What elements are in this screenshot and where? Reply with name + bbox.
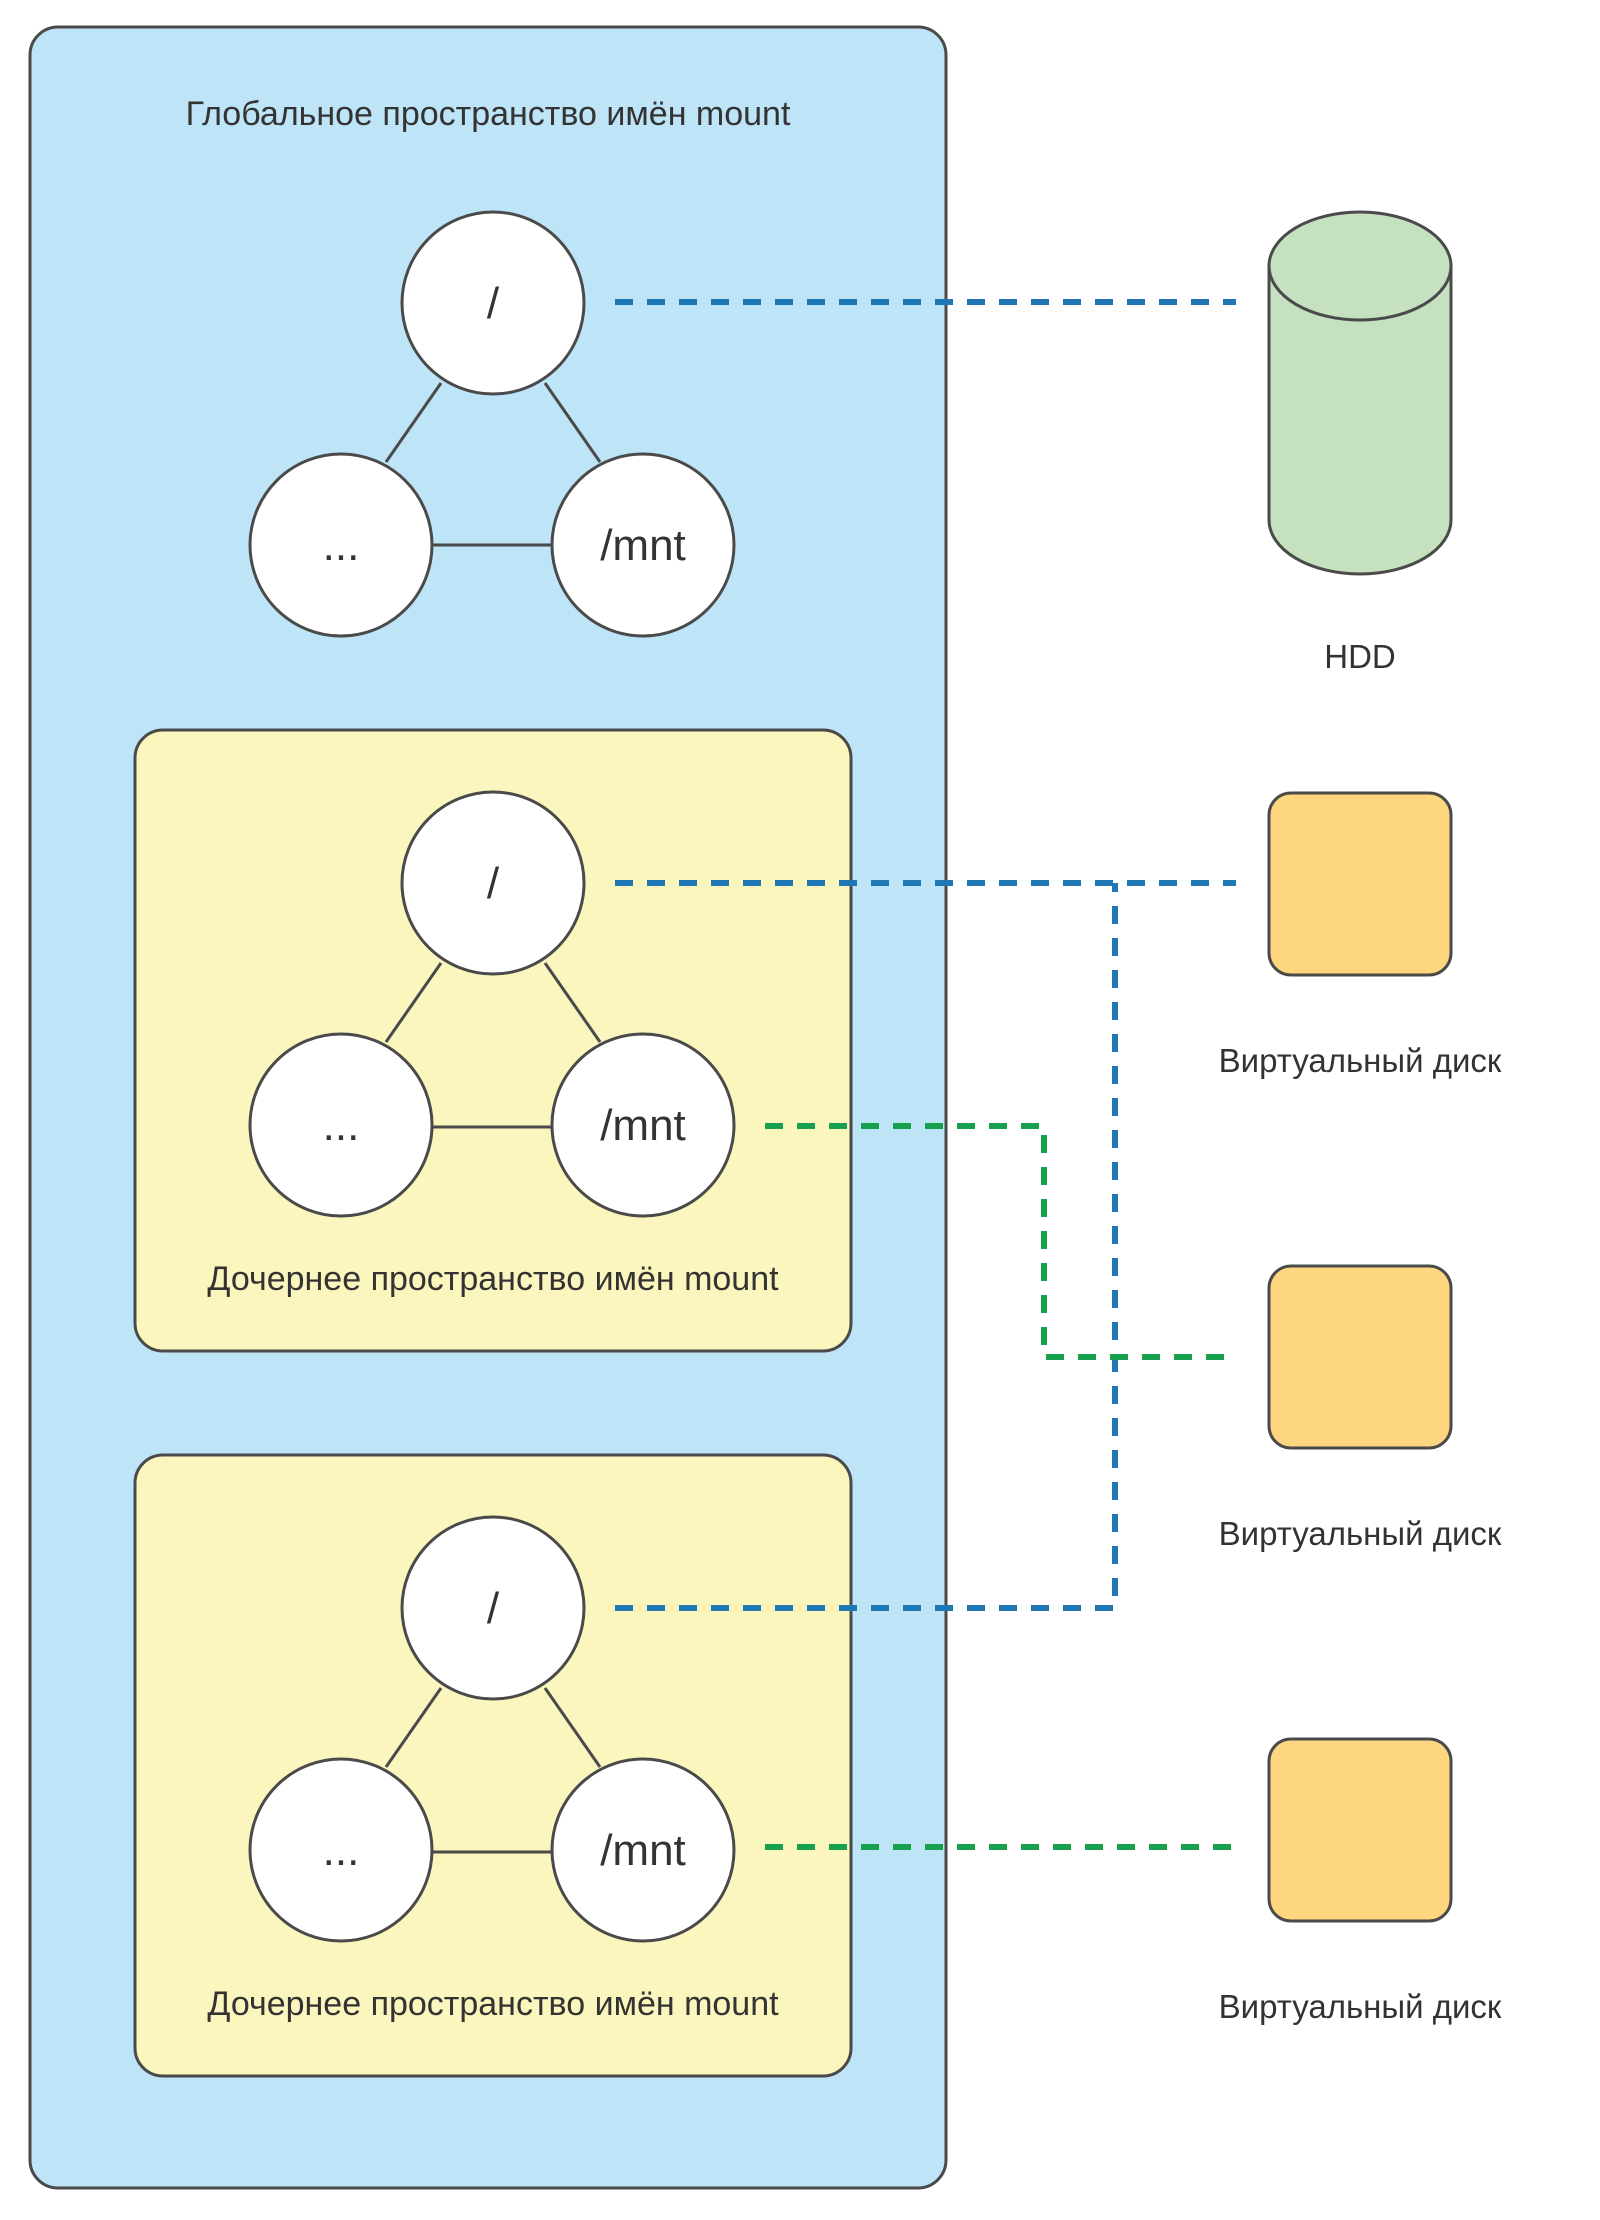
link-child1-mnt-to-vdisk2 — [765, 1123, 1236, 1360]
child1-root-label: / — [487, 859, 500, 908]
child-tree-1: / ... /mnt — [248, 790, 736, 1218]
vdisk-2-label: Виртуальный диск — [1219, 1515, 1502, 1552]
link-child2-root-to-vdisk1 — [615, 883, 1118, 1611]
child2-other-label: ... — [323, 1826, 360, 1875]
global-root-node — [400, 210, 586, 396]
global-other-label: ... — [323, 521, 360, 570]
vdisk-1-label: Виртуальный диск — [1219, 1042, 1502, 1079]
global-mnt-label: /mnt — [600, 521, 686, 570]
child1-mnt-label: /mnt — [600, 1101, 686, 1150]
vdisk-1-icon — [1267, 791, 1453, 977]
global-mnt-node — [550, 452, 736, 638]
child1-mnt-node — [550, 1032, 736, 1218]
child2-other-node — [248, 1757, 434, 1943]
child1-other-label: ... — [323, 1101, 360, 1150]
child-namespace-label-1: Дочернее пространство имён mount — [207, 1260, 779, 1298]
global-tree: / ... /mnt — [248, 210, 736, 638]
child2-root-label: / — [487, 1584, 500, 1633]
vdisk-3-icon — [1267, 1737, 1453, 1923]
hdd-label: HDD — [1324, 638, 1396, 675]
global-namespace-label: Глобальное пространство имён mount — [186, 95, 791, 133]
vdisk-2-icon — [1267, 1264, 1453, 1450]
vdisk-3-label: Виртуальный диск — [1219, 1988, 1502, 2025]
child-namespace-label-2: Дочернее пространство имён mount — [207, 1985, 779, 2023]
child2-root-node — [400, 1515, 586, 1701]
mount-links — [615, 299, 1236, 1850]
global-root-label: / — [487, 279, 500, 328]
child1-other-node — [248, 1032, 434, 1218]
child2-mnt-node — [550, 1757, 736, 1943]
child2-mnt-label: /mnt — [600, 1826, 686, 1875]
global-other-node — [248, 452, 434, 638]
hdd-icon — [1267, 210, 1453, 576]
child1-root-node — [400, 790, 586, 976]
child-tree-2: / ... /mnt — [248, 1515, 736, 1943]
